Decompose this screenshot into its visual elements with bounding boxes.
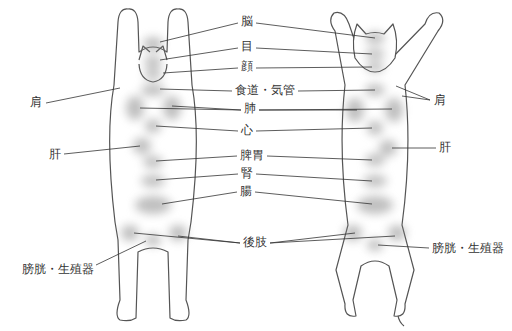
organ-label: 膀胱・生殖器	[22, 263, 94, 276]
leader-lines	[46, 23, 436, 265]
organ-label: 食道・気管	[235, 84, 295, 97]
organ-label: 脳	[241, 15, 253, 28]
organ-label: 心	[241, 124, 253, 137]
organ-label: 肩	[30, 96, 42, 109]
organ-label: 腸	[240, 185, 252, 198]
organ-label: 目	[241, 40, 253, 53]
organ-label: 腎	[241, 167, 253, 180]
organ-label: 肝	[439, 141, 451, 154]
organ-label: 顔	[241, 60, 253, 73]
organ-label: 肺	[244, 102, 256, 115]
organ-label: 後肢	[243, 236, 267, 249]
organ-label: 脾胃	[240, 149, 264, 162]
right-cat	[331, 12, 443, 326]
left-cat	[109, 9, 196, 321]
organ-label: 膀胱・生殖器	[432, 242, 504, 255]
organ-label: 肩	[434, 94, 446, 107]
organ-label: 肝	[49, 148, 61, 161]
left-cat-spots	[121, 37, 187, 246]
right-cat-spots	[344, 32, 406, 251]
